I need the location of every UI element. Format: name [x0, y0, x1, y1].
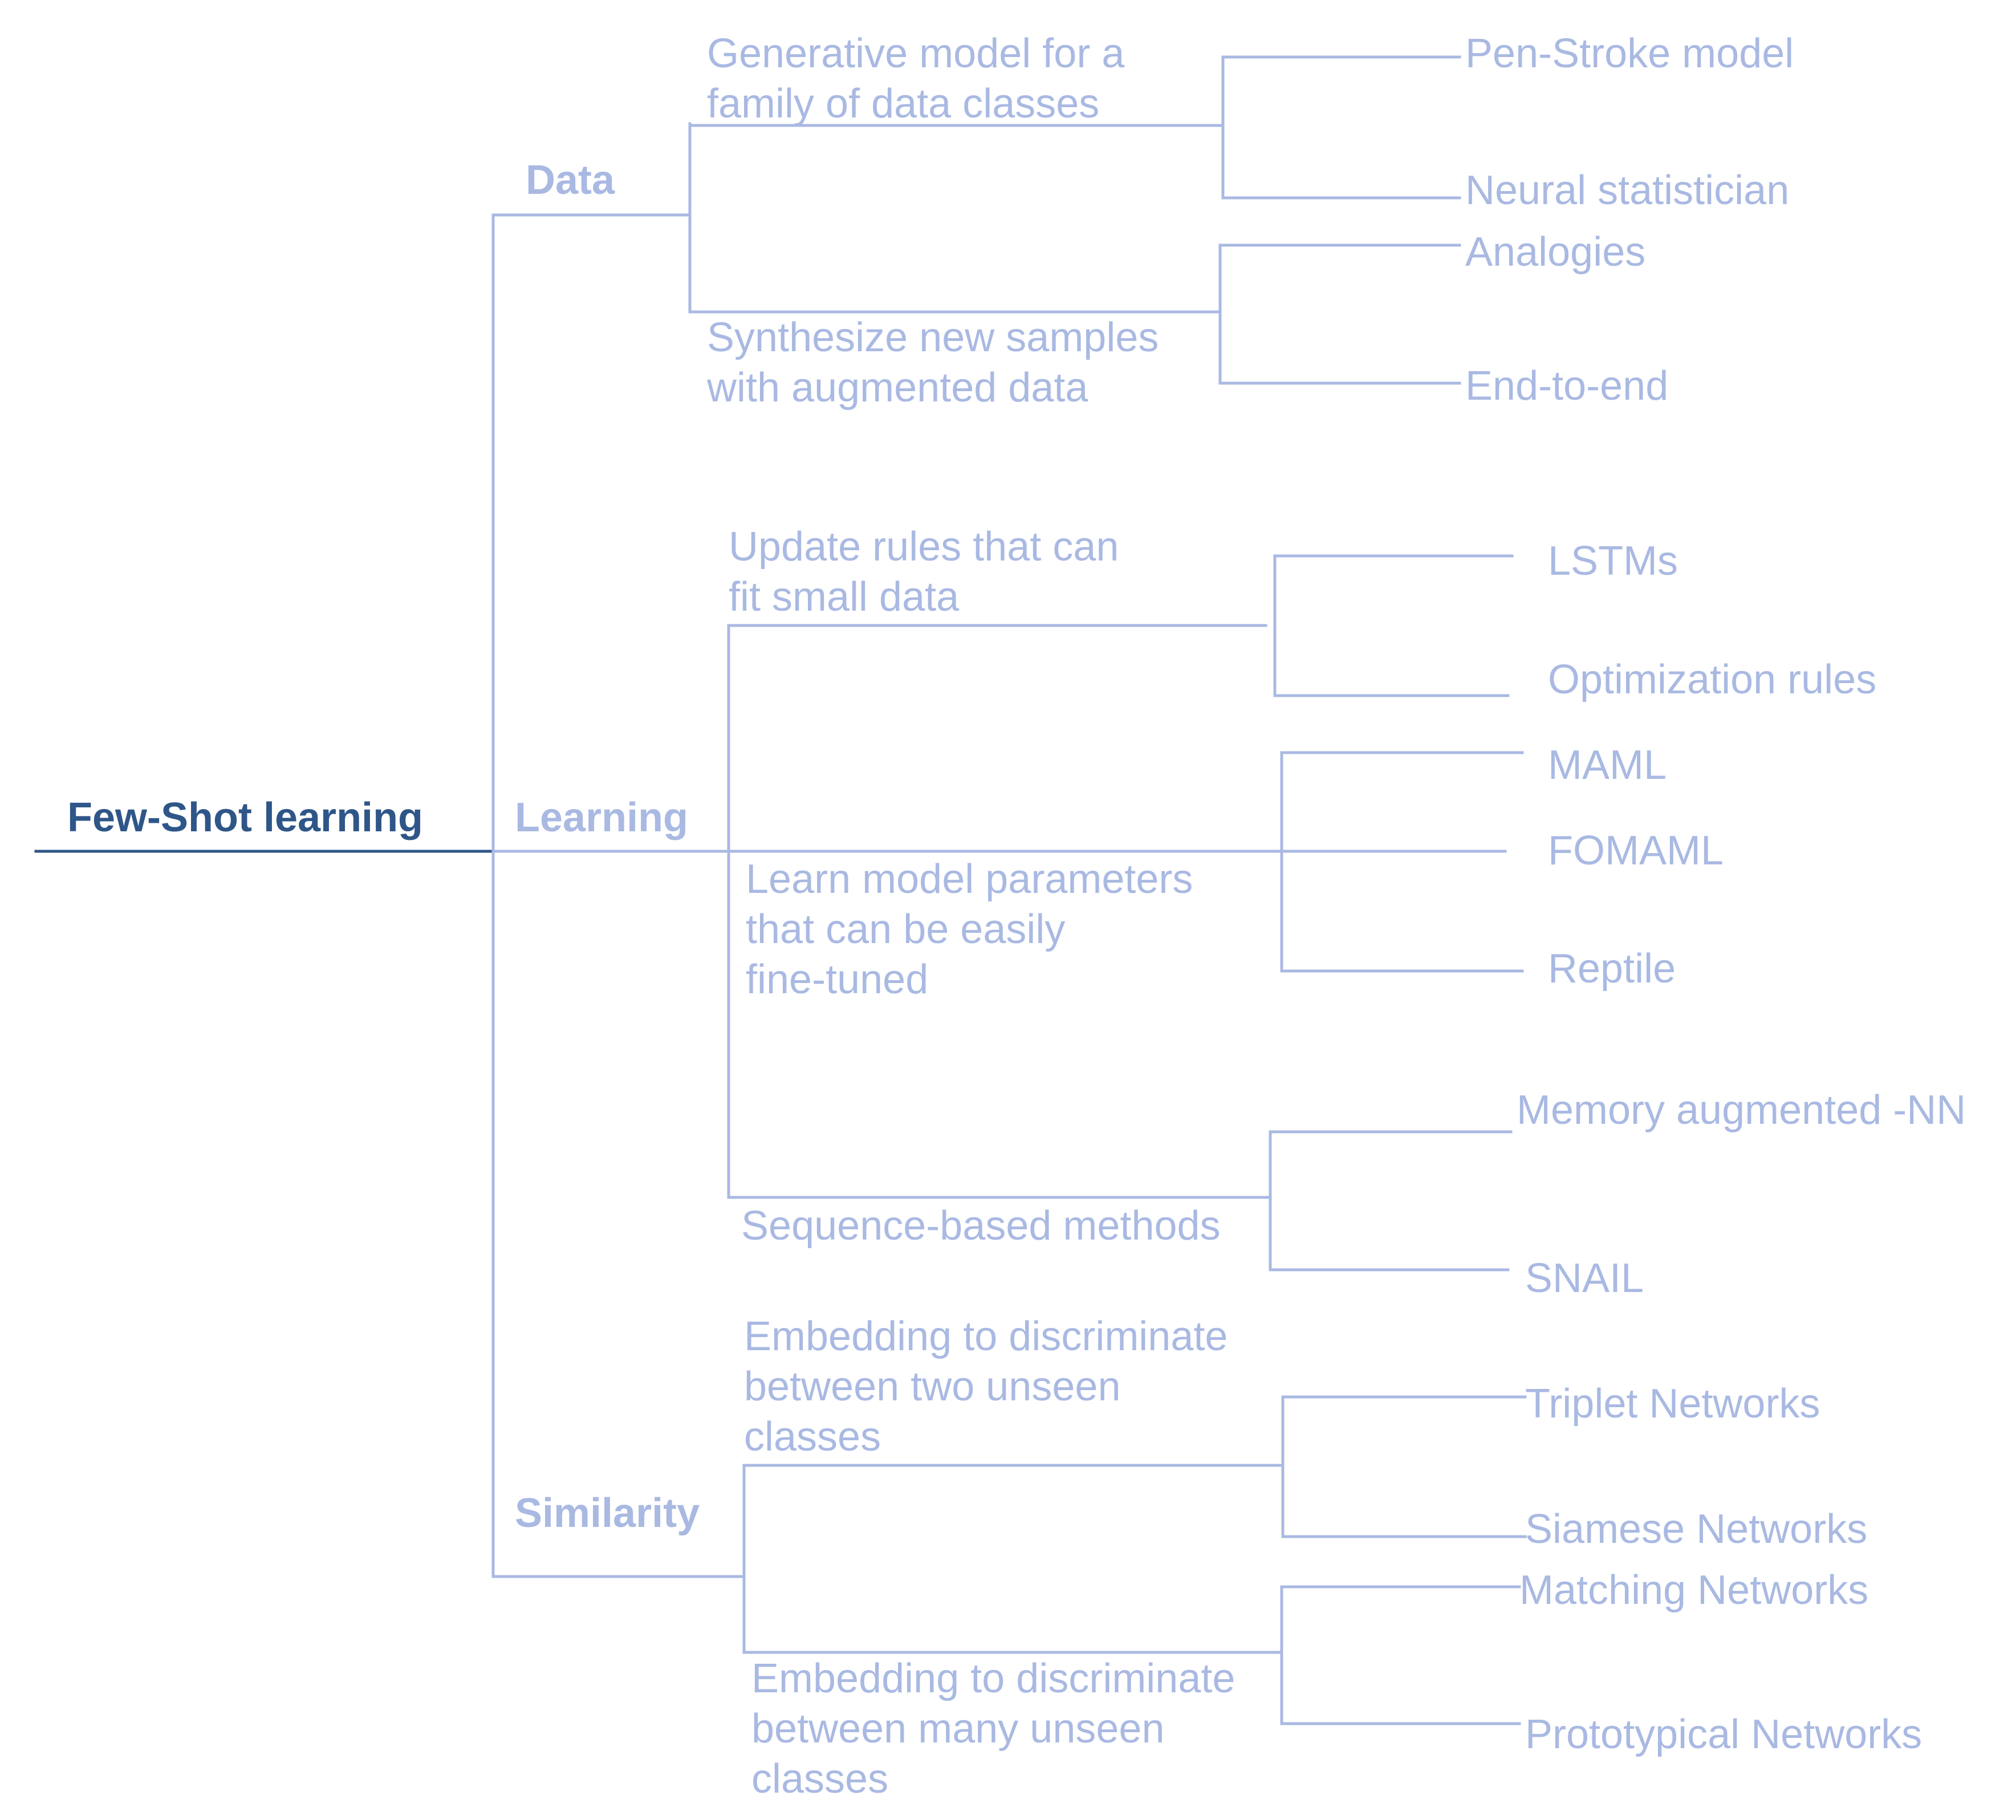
approach-embedding-two-classes: Embedding to discriminate between two un… [744, 1314, 1228, 1460]
approach-synthesize-samples: Synthesize new samples with augmented da… [707, 315, 1159, 411]
category-learning: Learning [515, 795, 689, 840]
method-lstms: LSTMs [1548, 538, 1678, 584]
category-similarity: Similarity [515, 1490, 700, 1536]
root-label: Few-Shot learning [67, 795, 424, 840]
method-prototypical-networks: Prototypical Networks [1525, 1712, 1922, 1757]
method-snail: SNAIL [1525, 1256, 1644, 1301]
method-pen-stroke-model: Pen-Stroke model [1465, 31, 1794, 76]
method-triplet-networks: Triplet Networks [1525, 1381, 1820, 1427]
method-end-to-end: End-to-end [1465, 363, 1669, 409]
method-maml: MAML [1548, 742, 1667, 788]
approach-sequence-based: Sequence-based methods [741, 1203, 1221, 1249]
method-neural-statistician: Neural statistician [1465, 168, 1790, 213]
method-optimization-rules: Optimization rules [1548, 657, 1877, 702]
category-data: Data [526, 157, 615, 203]
approach-generative-model: Generative model for a family of data cl… [707, 31, 1125, 127]
approach-update-rules: Update rules that can fit small data [729, 524, 1119, 620]
method-siamese-networks: Siamese Networks [1525, 1506, 1868, 1552]
method-matching-networks: Matching Networks [1519, 1567, 1869, 1613]
approach-embedding-many-classes: Embedding to discriminate between many u… [751, 1656, 1235, 1802]
method-analogies: Analogies [1465, 229, 1646, 275]
method-reptile: Reptile [1548, 946, 1676, 992]
method-fomaml: FOMAML [1548, 828, 1724, 874]
method-memory-augmented-nn: Memory augmented -NN [1517, 1087, 1966, 1133]
approach-learn-parameters: Learn model parameters that can be easil… [746, 856, 1193, 1002]
